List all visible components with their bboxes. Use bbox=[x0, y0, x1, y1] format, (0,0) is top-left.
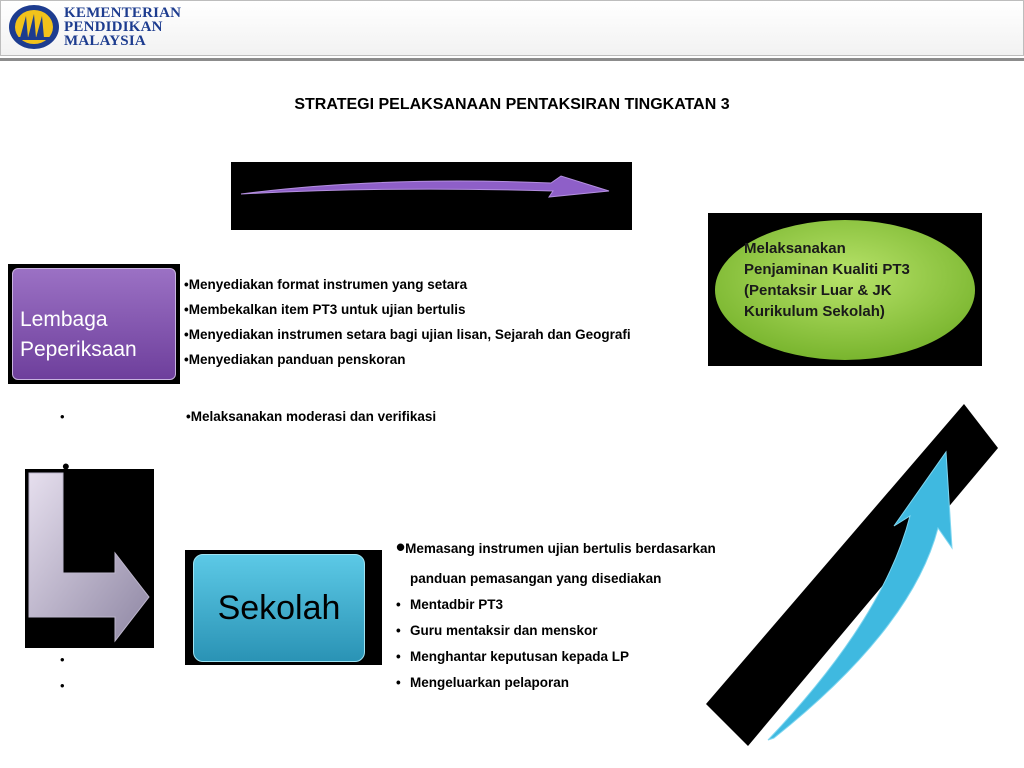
quality-line: Melaksanakan bbox=[744, 240, 846, 257]
list-item: •Membekalkan item PT3 untuk ujian bertul… bbox=[184, 302, 466, 317]
list-item: •Menyediakan panduan penskoran bbox=[184, 352, 406, 367]
l-shaped-arrow-icon bbox=[28, 472, 150, 643]
lembaga-label-line: Lembaga bbox=[20, 308, 108, 331]
ministry-logo-text: KEMENTERIAN PENDIDIKAN MALAYSIA bbox=[64, 5, 182, 49]
list-item: •Menyediakan instrumen setara bagi ujian… bbox=[184, 327, 631, 342]
list-item: •Guru mentaksir dan menskor bbox=[396, 623, 598, 638]
quality-line: Kurikulum Sekolah) bbox=[744, 303, 885, 320]
sekolah-box: Sekolah bbox=[193, 554, 365, 662]
lembaga-peperiksaan-box: Lembaga Peperiksaan bbox=[12, 268, 176, 380]
list-item: panduan pemasangan yang disediakan bbox=[410, 571, 662, 586]
logo-line: PENDIDIKAN bbox=[64, 19, 163, 35]
list-item: •Mentadbir PT3 bbox=[396, 597, 504, 612]
quality-line: Penjaminan Kualiti PT3 bbox=[744, 261, 910, 278]
list-item: •Memasang instrumen ujian bertulis berda… bbox=[396, 532, 716, 562]
stray-bullet: • bbox=[60, 652, 65, 667]
blue-upward-arrow-icon bbox=[706, 404, 998, 746]
header-panel bbox=[0, 0, 1024, 56]
stray-bullet: • bbox=[60, 678, 65, 693]
logo-line: MALAYSIA bbox=[64, 33, 146, 49]
stray-bullet: • bbox=[60, 409, 65, 424]
stray-bullet: • bbox=[62, 454, 70, 479]
arrow-backdrop bbox=[231, 162, 632, 230]
quality-text: Melaksanakan Penjaminan Kualiti PT3 (Pen… bbox=[744, 238, 954, 322]
sekolah-task-list: •Memasang instrumen ujian bertulis berda… bbox=[396, 528, 716, 696]
logo-line: KEMENTERIAN bbox=[64, 5, 182, 21]
quality-line: (Pentaksir Luar & JK bbox=[744, 282, 892, 299]
quality-ellipse bbox=[715, 220, 975, 360]
list-item: •Menghantar keputusan kepada LP bbox=[396, 649, 630, 664]
list-item: •Melaksanakan moderasi dan verifikasi bbox=[186, 409, 437, 424]
list-item: •Menyediakan format instrumen yang setar… bbox=[184, 277, 468, 292]
ministry-logo-icon bbox=[9, 5, 59, 49]
slide-title: STRATEGI PELAKSANAAN PENTAKSIRAN TINGKAT… bbox=[294, 96, 730, 113]
lembaga-label-line: Peperiksaan bbox=[20, 338, 137, 361]
lembaga-task-list: •Menyediakan format instrumen yang setar… bbox=[184, 272, 631, 372]
list-item: •Mengeluarkan pelaporan bbox=[396, 675, 570, 690]
purple-arrow-icon bbox=[240, 175, 610, 198]
